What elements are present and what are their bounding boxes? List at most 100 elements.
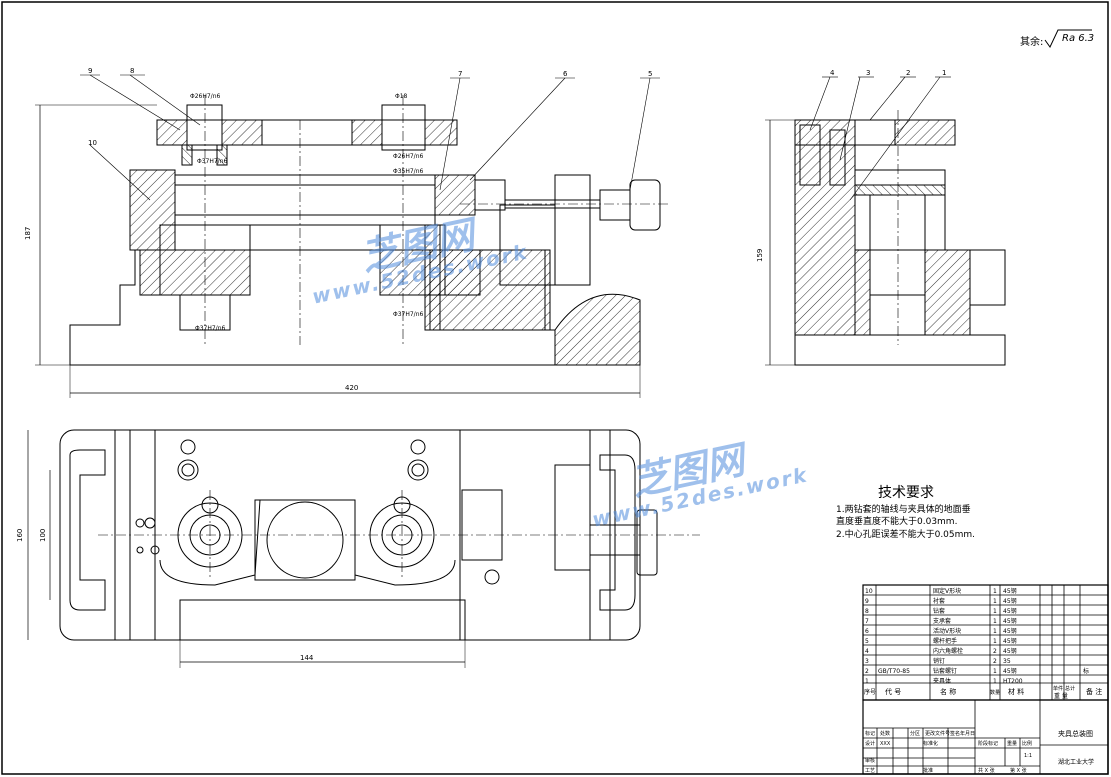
tb-approve: 批准 [923, 767, 933, 774]
bom-cell-no: 6 [865, 628, 869, 635]
bom-h-no: 序号 [864, 688, 876, 696]
bom-cell-qty: 1 [993, 608, 997, 615]
bom-cell-no: 10 [865, 588, 873, 595]
bom-cell-no: 9 [865, 598, 869, 605]
dim-160: 160 [16, 529, 24, 542]
bom-cell-name: 活动V形块 [933, 627, 961, 635]
tb-change: 更改文件号 [925, 730, 950, 737]
balloon-6: 6 [563, 70, 568, 78]
bom-cell-name: 衬套 [933, 597, 945, 605]
tech-item-1: 1.两钻套的轴线与夹具体的地面垂 [836, 503, 971, 515]
bom-cell-no: 1 [865, 678, 869, 685]
bom-cell-qty: 2 [993, 648, 997, 655]
dim-d26: Φ26H7/n6 [190, 93, 221, 100]
bom-cell-name: 钻套 [933, 607, 945, 615]
tb-sign: 签名 [950, 730, 960, 737]
bom-cell-no: 5 [865, 638, 869, 645]
balloon-3: 3 [866, 69, 870, 77]
bom-cell-name: 内六角螺栓 [933, 647, 963, 655]
tb-zone: 分区 [910, 730, 920, 737]
tb-date: 年月日 [960, 730, 975, 737]
bom-h-code: 代 号 [885, 687, 901, 696]
bom-h-mat: 材 料 [1008, 687, 1024, 696]
balloon-9: 9 [88, 67, 92, 75]
bom-cell-qty: 1 [993, 588, 997, 595]
bom-cell-qty: 1 [993, 638, 997, 645]
dim-d37-right: Φ37H7/n6 [393, 311, 424, 318]
bom-cell-qty: 1 [993, 678, 997, 685]
tb-sheets: 共 X 张 [978, 767, 995, 774]
tb-review: 审核 [865, 757, 875, 764]
tech-item-2: 直度垂直度不能大于0.03mm. [836, 515, 957, 527]
bom-h-name: 名 称 [940, 687, 956, 696]
dim-420: 420 [345, 384, 358, 392]
dim-159: 159 [756, 249, 764, 262]
bom-cell-qty: 1 [993, 668, 997, 675]
dim-d26-b: Φ26H7/n6 [393, 153, 424, 160]
bom-cell-mat: 45钢 [1003, 607, 1017, 615]
tb-scale-val: 1:1 [1024, 753, 1032, 759]
bom-cell-no: 7 [865, 618, 869, 625]
tb-count: 处数 [880, 730, 890, 737]
bom-cell-name: 钻套螺钉 [933, 667, 957, 675]
bom-table [862, 584, 1109, 701]
bom-cell-mat: 35 [1003, 658, 1011, 665]
roughness-value: Ra 6.3 [1062, 33, 1094, 44]
tb-sheet: 第 X 张 [1010, 767, 1027, 774]
tb-scale: 比例 [1022, 740, 1032, 747]
tb-weight: 重量 [1007, 740, 1017, 747]
bom-cell-mat: 45钢 [1003, 637, 1017, 645]
tb-design: 设计 [865, 740, 875, 747]
balloon-4: 4 [830, 69, 835, 77]
dim-d37-bottom: Φ37H7/n6 [195, 325, 226, 332]
dim-100: 100 [39, 529, 47, 542]
balloon-5: 5 [648, 70, 652, 78]
balloon-10: 10 [88, 139, 97, 147]
bom-h-note: 备 注 [1086, 687, 1102, 696]
tb-design-name: XXX [880, 741, 891, 747]
bom-cell-mat: 45钢 [1003, 667, 1017, 675]
bom-h-single: 单件 [1053, 685, 1063, 692]
balloon-2: 2 [906, 69, 910, 77]
tech-title: 技术要求 [878, 485, 934, 501]
bom-cell-qty: 1 [993, 598, 997, 605]
bom-cell-code: GB/T70-85 [878, 668, 910, 675]
tb-standard: 标准化 [923, 740, 938, 747]
bom-cell-name: 销钉 [933, 657, 945, 665]
bom-h-weight: 重 量 [1054, 692, 1068, 700]
tb-mark: 标记 [865, 730, 875, 737]
bom-cell-name: 支承套 [933, 617, 951, 625]
bom-cell-qty: 1 [993, 618, 997, 625]
tb-school: 湖北工业大学 [1058, 758, 1094, 766]
bom-cell-no: 4 [865, 648, 869, 655]
title-block [862, 699, 1109, 775]
bom-h-qty: 数量 [990, 689, 1000, 696]
tb-stage: 阶段标记 [978, 740, 998, 747]
bom-cell-qty: 1 [993, 628, 997, 635]
bom-cell-mat: 45钢 [1003, 647, 1017, 655]
bom-cell-qty: 2 [993, 658, 997, 665]
dim-187: 187 [24, 227, 32, 240]
plan-view [27, 429, 700, 668]
balloon-8: 8 [130, 67, 134, 75]
bom-cell-mat: 45钢 [1003, 597, 1017, 605]
bom-cell-mat: 45钢 [1003, 617, 1017, 625]
dim-d18: Φ18 [395, 93, 408, 100]
bom-cell-note: 标 [1083, 667, 1089, 675]
bom-h-total: 总计 [1065, 685, 1075, 692]
bom-cell-no: 8 [865, 608, 869, 615]
side-view [765, 76, 1006, 366]
bom-cell-mat: 45钢 [1003, 627, 1017, 635]
bom-cell-name: 固定V形块 [933, 587, 961, 595]
bom-cell-no: 3 [865, 658, 869, 665]
bom-cell-no: 2 [865, 668, 869, 675]
tech-item-3: 2.中心孔距误差不能大于0.05mm. [836, 528, 975, 540]
bom-cell-name: 夹具体 [933, 677, 951, 685]
front-view [35, 74, 670, 398]
roughness-prefix: 其余: [1020, 35, 1043, 48]
dim-d37-top: Φ37H7/n6 [197, 158, 228, 165]
dim-d35: Φ35H7/n6 [393, 168, 424, 175]
tb-drawing-name: 夹具总装图 [1058, 729, 1093, 738]
